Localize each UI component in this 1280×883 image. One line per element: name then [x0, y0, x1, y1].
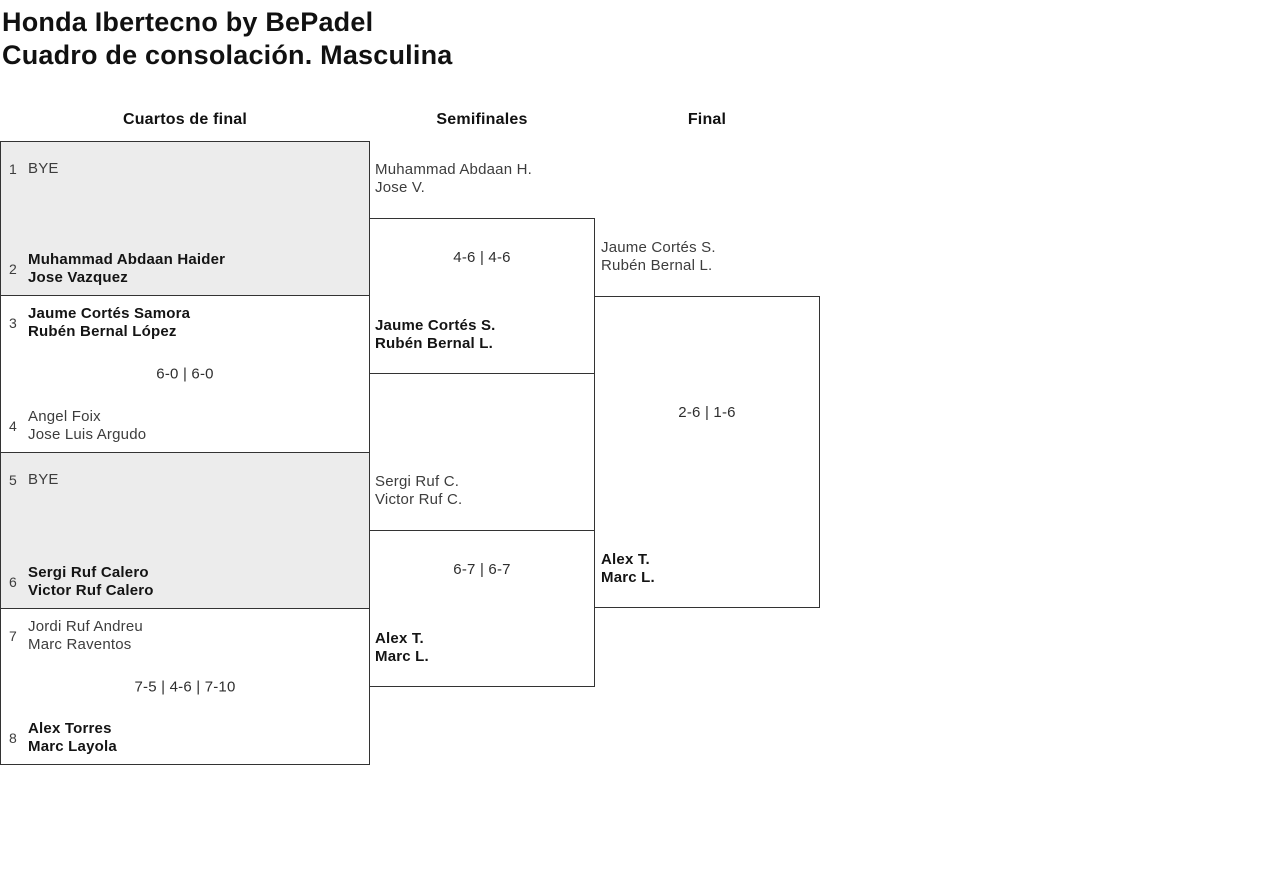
- seed-number: 6: [9, 574, 17, 590]
- team-players: Jaume Cortés Samora Rubén Bernal López: [28, 305, 190, 341]
- page-subtitle: Cuadro de consolación. Masculina: [2, 40, 453, 70]
- player-name: Jose Luis Argudo: [28, 426, 147, 443]
- team-players: Sergi Ruf Calero Victor Ruf Calero: [28, 564, 154, 600]
- round-header-final: Final: [687, 111, 727, 128]
- sf1-bottom-team-label: Jaume Cortés S. Rubén Bernal L.: [375, 317, 496, 353]
- sf-match-1: [369, 218, 595, 374]
- final-score: 2-6 | 1-6: [678, 404, 736, 421]
- team-row: 6 Sergi Ruf Calero Victor Ruf Calero: [1, 556, 369, 608]
- player-name: Jose V.: [375, 179, 426, 196]
- seed-number: 7: [9, 628, 17, 644]
- qf-match-4: 7 Jordi Ruf Andreu Marc Raventos 7-5 | 4…: [0, 608, 370, 765]
- team-players: Angel Foix Jose Luis Argudo: [28, 408, 146, 444]
- seed-number: 2: [9, 261, 17, 277]
- team-row: 3 Jaume Cortés Samora Rubén Bernal López: [1, 297, 369, 349]
- match-score: 7-5 | 4-6 | 7-10: [134, 678, 236, 695]
- sf2-top-team-label: Sergi Ruf C. Victor Ruf C.: [375, 473, 462, 509]
- final-bottom-team-label: Alex T. Marc L.: [601, 551, 655, 587]
- player-name: BYE: [28, 471, 59, 488]
- qf-match-1: 1 BYE 2 Muhammad Abdaan Haider Jose Vazq…: [0, 141, 370, 296]
- team-players: Muhammad Abdaan Haider Jose Vazquez: [28, 251, 225, 287]
- player-name: Marc Raventos: [28, 636, 132, 653]
- player-name: Jaume Cortés Samora: [28, 305, 191, 322]
- seed-number: 1: [9, 161, 17, 177]
- sf1-score: 4-6 | 4-6: [453, 249, 511, 266]
- page-title: Honda Ibertecno by BePadel: [2, 7, 374, 37]
- seed-number: 8: [9, 730, 17, 746]
- player-name: Jose Vazquez: [28, 269, 128, 286]
- player-name: Victor Ruf C.: [375, 491, 463, 508]
- player-name: Alex T.: [601, 551, 650, 568]
- player-name: Marc L.: [601, 569, 655, 586]
- player-name: Rubén Bernal L.: [375, 335, 494, 352]
- player-name: Alex T.: [375, 630, 424, 647]
- player-name: Jaume Cortés S.: [375, 317, 496, 334]
- team-row: 2 Muhammad Abdaan Haider Jose Vazquez: [1, 243, 369, 295]
- team-players: BYE: [28, 160, 59, 178]
- match-score: 6-0 | 6-0: [156, 365, 214, 383]
- player-name: Alex Torres: [28, 720, 112, 737]
- team-row: 7 Jordi Ruf Andreu Marc Raventos: [1, 610, 369, 662]
- player-name: Victor Ruf Calero: [28, 582, 154, 599]
- seed-number: 4: [9, 418, 17, 434]
- qf-match-2: 3 Jaume Cortés Samora Rubén Bernal López…: [0, 295, 370, 453]
- player-name: Rubén Bernal López: [28, 323, 177, 340]
- final-top-team-label: Jaume Cortés S. Rubén Bernal L.: [601, 239, 716, 275]
- player-name: BYE: [28, 160, 59, 177]
- team-players: BYE: [28, 471, 59, 489]
- round-header-semifinales: Semifinales: [436, 111, 528, 128]
- round-header-cuartos: Cuartos de final: [122, 111, 248, 128]
- sf2-score: 6-7 | 6-7: [453, 561, 511, 578]
- team-row: 1 BYE: [1, 143, 369, 195]
- team-row: 4 Angel Foix Jose Luis Argudo: [1, 400, 369, 452]
- seed-number: 3: [9, 315, 17, 331]
- player-name: Marc L.: [375, 648, 429, 665]
- team-row: 5 BYE: [1, 454, 369, 506]
- team-row: 8 Alex Torres Marc Layola: [1, 712, 369, 764]
- player-name: Sergi Ruf C.: [375, 473, 460, 490]
- team-players: Jordi Ruf Andreu Marc Raventos: [28, 618, 143, 654]
- player-name: Muhammad Abdaan Haider: [28, 251, 226, 268]
- player-name: Rubén Bernal L.: [601, 257, 713, 274]
- player-name: Muhammad Abdaan H.: [375, 161, 533, 178]
- player-name: Jaume Cortés S.: [601, 239, 716, 256]
- player-name: Jordi Ruf Andreu: [28, 618, 143, 635]
- final-match: [594, 296, 820, 608]
- seed-number: 5: [9, 472, 17, 488]
- sf2-bottom-team-label: Alex T. Marc L.: [375, 630, 429, 666]
- qf-match-3: 5 BYE 6 Sergi Ruf Calero Victor Ruf Cale…: [0, 452, 370, 609]
- player-name: Marc Layola: [28, 738, 117, 755]
- sf-match-2: [369, 530, 595, 687]
- player-name: Sergi Ruf Calero: [28, 564, 149, 581]
- player-name: Angel Foix: [28, 408, 101, 425]
- team-players: Alex Torres Marc Layola: [28, 720, 117, 756]
- sf1-top-team-label: Muhammad Abdaan H. Jose V.: [375, 161, 532, 197]
